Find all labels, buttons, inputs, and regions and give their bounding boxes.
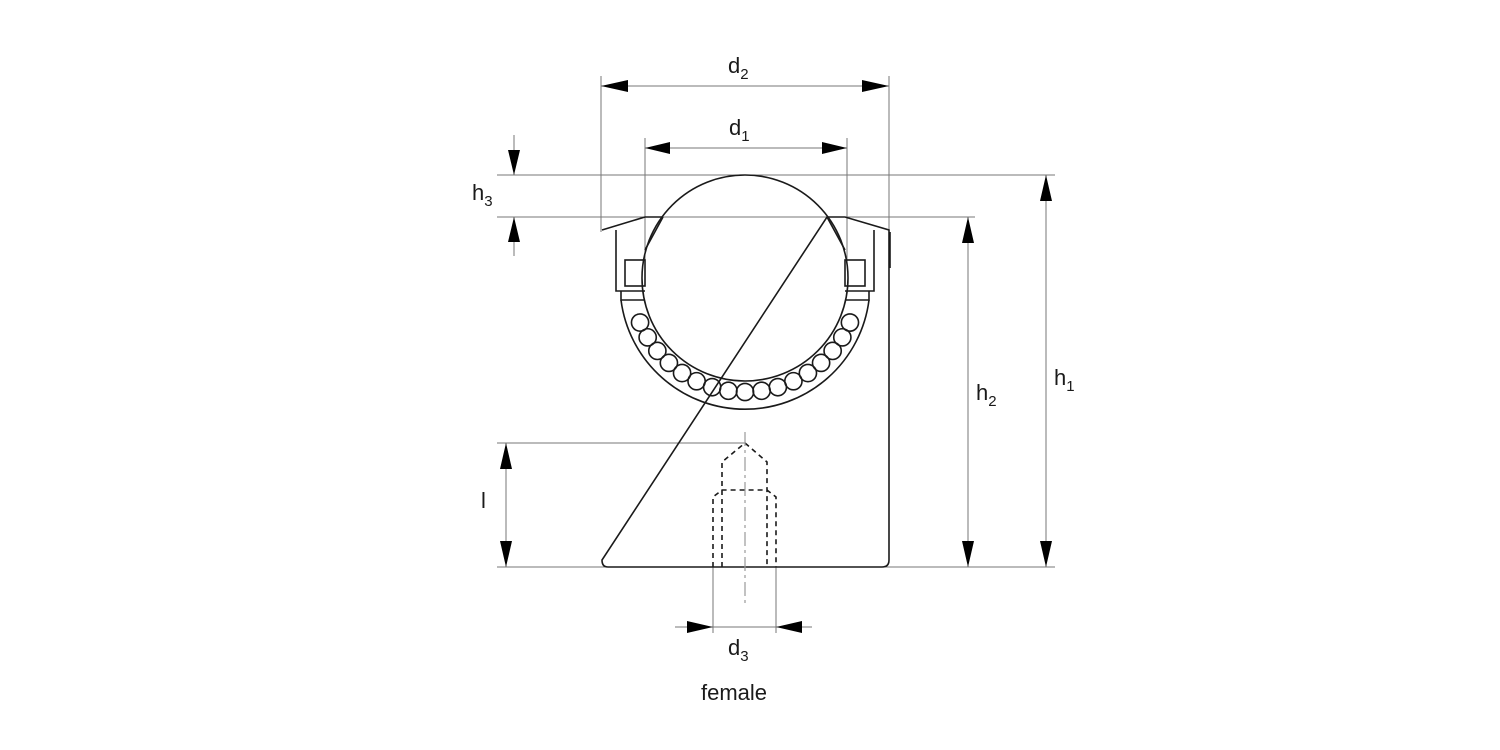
dimension-h3: [508, 135, 520, 256]
support-ball: [823, 341, 843, 361]
support-ball: [832, 327, 852, 347]
label-d2: d2: [728, 53, 749, 83]
main-ball: [641, 174, 849, 382]
dimension-h1: [1040, 175, 1052, 567]
label-d1: d1: [729, 115, 750, 145]
support-ball: [672, 363, 692, 383]
support-ball: [659, 353, 679, 373]
dimension-l: [500, 443, 512, 567]
dimension-d2: [601, 80, 889, 92]
support-ball: [735, 382, 755, 402]
support-ball: [718, 381, 738, 401]
caption-female: female: [701, 680, 767, 705]
support-ball: [768, 377, 788, 397]
label-d3: d3: [728, 635, 749, 665]
support-balls: [630, 313, 860, 402]
support-ball: [687, 371, 706, 391]
dimension-h2: [962, 217, 974, 567]
housing: [601, 216, 891, 568]
dimension-d3: [675, 621, 812, 633]
label-h2: h2: [976, 380, 997, 410]
support-ball: [784, 371, 803, 391]
label-l: l: [481, 488, 486, 513]
label-h1: h1: [1054, 365, 1075, 395]
support-ball: [638, 327, 658, 347]
support-ball: [811, 353, 831, 373]
support-ball: [840, 313, 860, 332]
threaded-hole: [712, 432, 777, 604]
support-ball: [647, 341, 667, 361]
support-ball: [798, 363, 818, 383]
dimension-d1: [645, 142, 847, 154]
support-ball: [752, 381, 772, 401]
support-ball: [630, 313, 650, 332]
label-h3: h3: [472, 180, 493, 210]
